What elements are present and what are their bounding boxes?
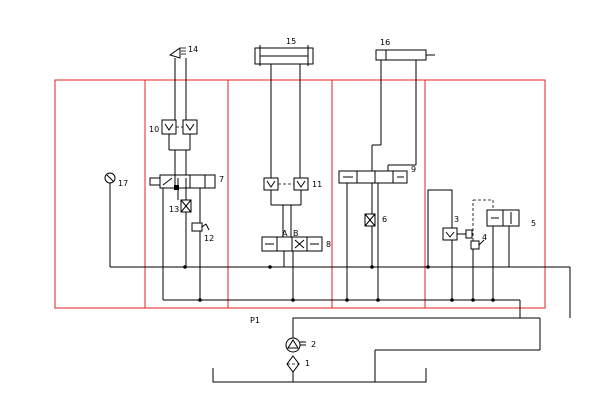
- label-3: 3: [454, 215, 459, 224]
- label-9: 9: [411, 165, 416, 174]
- element-6: [364, 213, 376, 227]
- label-p1: P1: [250, 316, 260, 325]
- label-8: 8: [326, 240, 331, 249]
- label-1: 1: [305, 359, 310, 368]
- label-15: 15: [286, 37, 296, 46]
- check-valve-pair-10: [161, 119, 198, 175]
- label-16: 16: [380, 38, 390, 47]
- label-2: 2: [311, 340, 316, 349]
- directional-valve-8: [261, 236, 323, 252]
- label-7: 7: [219, 175, 224, 184]
- directional-valve-7: [149, 174, 216, 190]
- label-17: 17: [118, 179, 128, 188]
- check-valve-pair-11: [263, 177, 309, 237]
- label-11: 11: [312, 180, 322, 189]
- element-12: [191, 222, 210, 232]
- label-13: 13: [169, 205, 179, 214]
- label-14: 14: [188, 45, 198, 54]
- valve-5: [486, 209, 520, 227]
- tank-manifold: [212, 318, 541, 383]
- pressure-gauge: [104, 172, 116, 267]
- label-6: 6: [382, 215, 387, 224]
- label-10: 10: [149, 125, 159, 134]
- label-4: 4: [482, 233, 487, 242]
- main-lines: [110, 265, 571, 318]
- element-4: [470, 239, 485, 250]
- component-14: [168, 47, 187, 120]
- label-5: 5: [531, 219, 536, 228]
- filter-symbol: [286, 355, 300, 373]
- element-13: [180, 199, 192, 213]
- pump-symbol: [285, 330, 306, 353]
- label-12: 12: [204, 234, 214, 243]
- valve-8-port-b: B: [293, 229, 299, 238]
- relief-valve-3: [442, 227, 473, 241]
- valve-8-port-a: A: [282, 229, 288, 238]
- directional-valve-9: [338, 170, 408, 184]
- cylinder-15: [254, 45, 314, 66]
- cylinder-16: [375, 49, 435, 61]
